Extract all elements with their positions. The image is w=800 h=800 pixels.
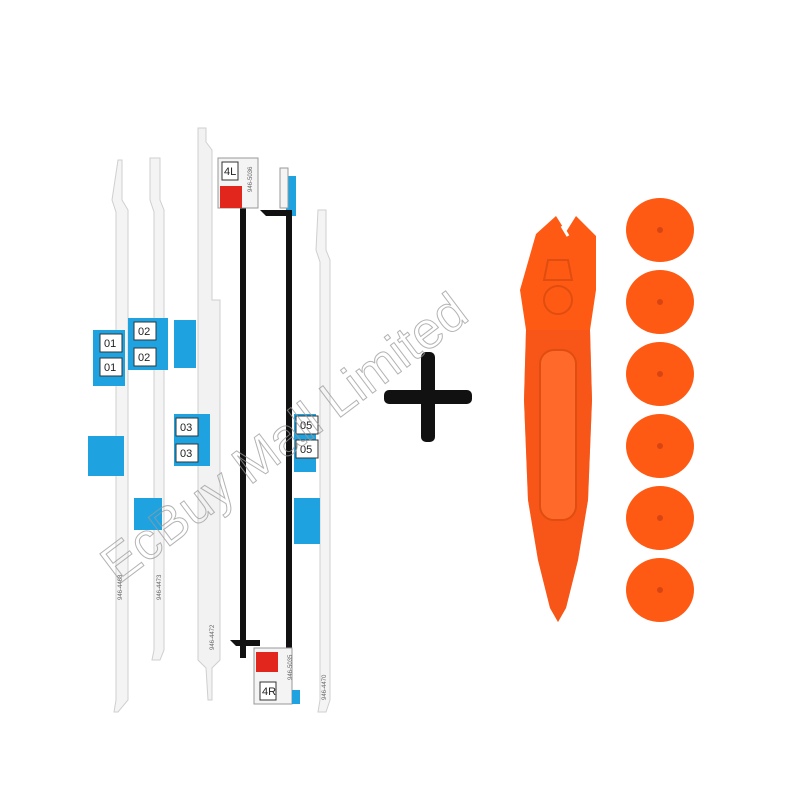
part-number-5: 946-5035 [288, 654, 294, 680]
suction-cup-3 [626, 342, 694, 406]
adhesive-strip-1: 01 01 946-4468 [88, 159, 129, 713]
part-number-6: 946-4470 [322, 674, 328, 700]
adhesive-strip-4l: 4L 946-5036 [217, 157, 296, 658]
strip-label-03b: 03 [180, 448, 192, 460]
adhesive-strip-6: 05 05 946-4470 [294, 209, 331, 713]
strip-label-02a: 02 [138, 326, 150, 338]
pry-tool [520, 216, 596, 622]
suction-cup-2 [626, 270, 694, 334]
strip-label-05a: 05 [300, 420, 312, 432]
suction-cup-5 [626, 486, 694, 550]
suction-cups-group [626, 198, 694, 622]
strip-label-01b: 01 [104, 362, 116, 374]
strip-label-4r: 4R [262, 686, 276, 698]
suction-cup-4 [626, 414, 694, 478]
adhesive-strip-2: 02 02 946-4473 [128, 157, 168, 661]
part-number-1: 946-4468 [118, 574, 124, 600]
suction-cup-1 [626, 198, 694, 262]
adhesive-strip-3: 03 03 946-4472 [174, 127, 221, 701]
strip-label-01a: 01 [104, 338, 116, 350]
suction-cup-6 [626, 558, 694, 622]
plus-icon [384, 352, 472, 442]
adhesive-strips-group: 01 01 946-4468 02 02 946-4473 03 03 946-… [88, 127, 331, 713]
part-number-4: 946-5036 [248, 166, 254, 192]
strip-label-05b: 05 [300, 444, 312, 456]
part-number-2: 946-4473 [157, 574, 163, 600]
strip-label-4l: 4L [224, 166, 236, 178]
adhesive-strip-4r: 4R 946-5035 [230, 210, 300, 705]
strip-label-02b: 02 [138, 352, 150, 364]
strip-label-03a: 03 [180, 422, 192, 434]
part-number-3: 946-4472 [210, 624, 216, 650]
